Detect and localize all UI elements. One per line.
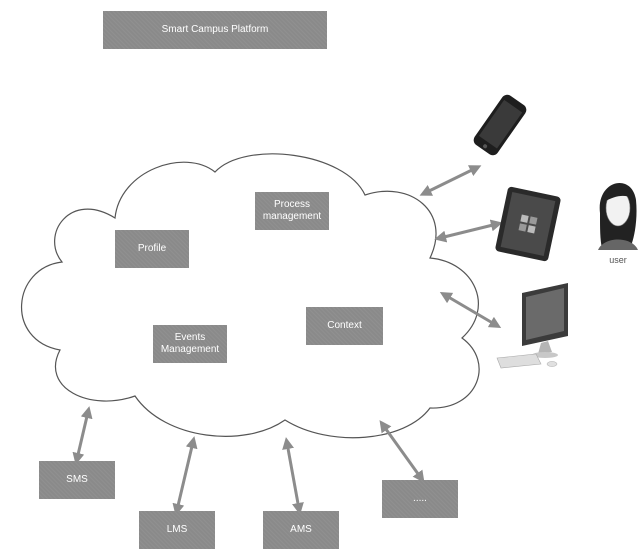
system-lms: LMS [139,511,215,549]
user-icon [598,182,638,250]
system-more: ..... [382,480,458,518]
module-events-label-line1: Events [174,332,206,343]
module-process-management: Process management [255,192,329,230]
arrow-lms [172,436,198,516]
module-process-label-line1: Process [273,199,311,210]
system-more-label: ..... [413,493,427,504]
module-profile-label: Profile [137,243,167,254]
system-ams-label: AMS [290,524,312,535]
module-context-label: Context [327,320,362,331]
platform-cloud [21,153,480,439]
module-events-management: Events Management [153,325,227,363]
arrow-tablet [434,219,503,243]
system-sms-label: SMS [66,474,88,485]
module-process-label-line2: management [262,211,322,222]
arrow-sms [72,406,93,465]
title-text: Smart Campus Platform [161,24,269,35]
smartphone-icon [473,94,527,156]
arrow-more [379,420,425,483]
system-sms: SMS [39,461,115,499]
module-events-label-line2: Management [160,344,220,355]
arrow-ams [282,437,304,515]
title-box: Smart Campus Platform [103,11,327,49]
system-ams: AMS [263,511,339,549]
module-profile: Profile [115,230,189,268]
user-label: user [609,255,627,265]
desktop-computer-icon [496,283,568,369]
arrow-desktop [439,291,502,329]
arrow-smartphone [419,165,482,196]
module-context: Context [306,307,383,345]
tablet-icon [495,186,561,262]
system-lms-label: LMS [166,524,188,535]
